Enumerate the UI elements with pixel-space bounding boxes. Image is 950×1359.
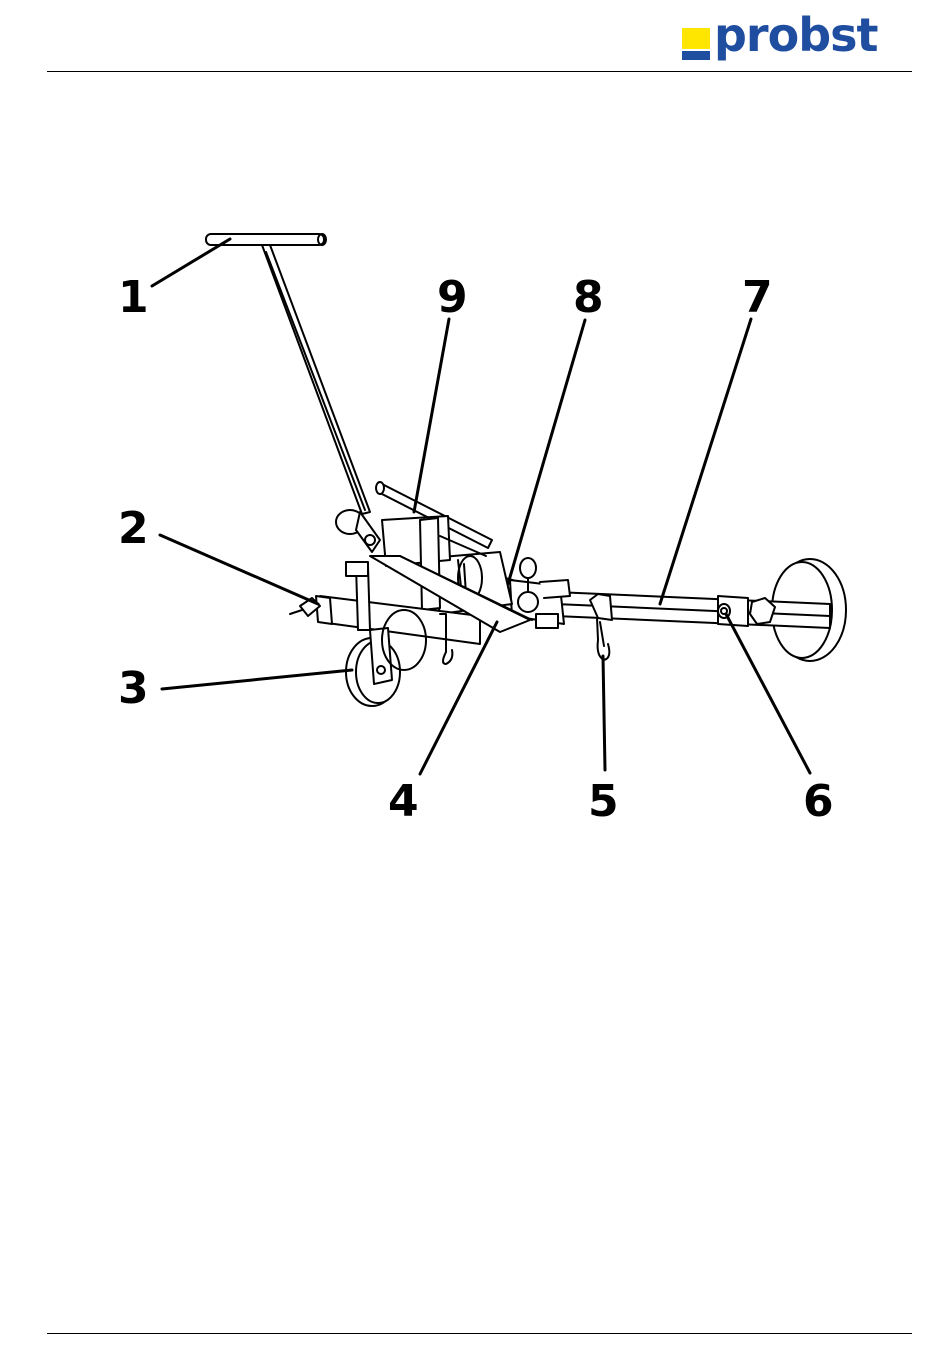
callout-7: 7: [742, 272, 773, 323]
callout-8: 8: [573, 272, 604, 323]
callout-5: 5: [588, 776, 619, 827]
callout-6: 6: [803, 776, 834, 827]
t-handle: [206, 234, 370, 514]
callout-4: 4: [388, 776, 419, 827]
callout-9: 9: [437, 272, 468, 323]
leader-lines: [152, 239, 810, 774]
callout-2: 2: [118, 503, 149, 554]
hook: [590, 594, 612, 660]
handle-shackle: [336, 510, 380, 552]
callout-3: 3: [118, 663, 149, 714]
callout-1: 1: [118, 272, 149, 323]
